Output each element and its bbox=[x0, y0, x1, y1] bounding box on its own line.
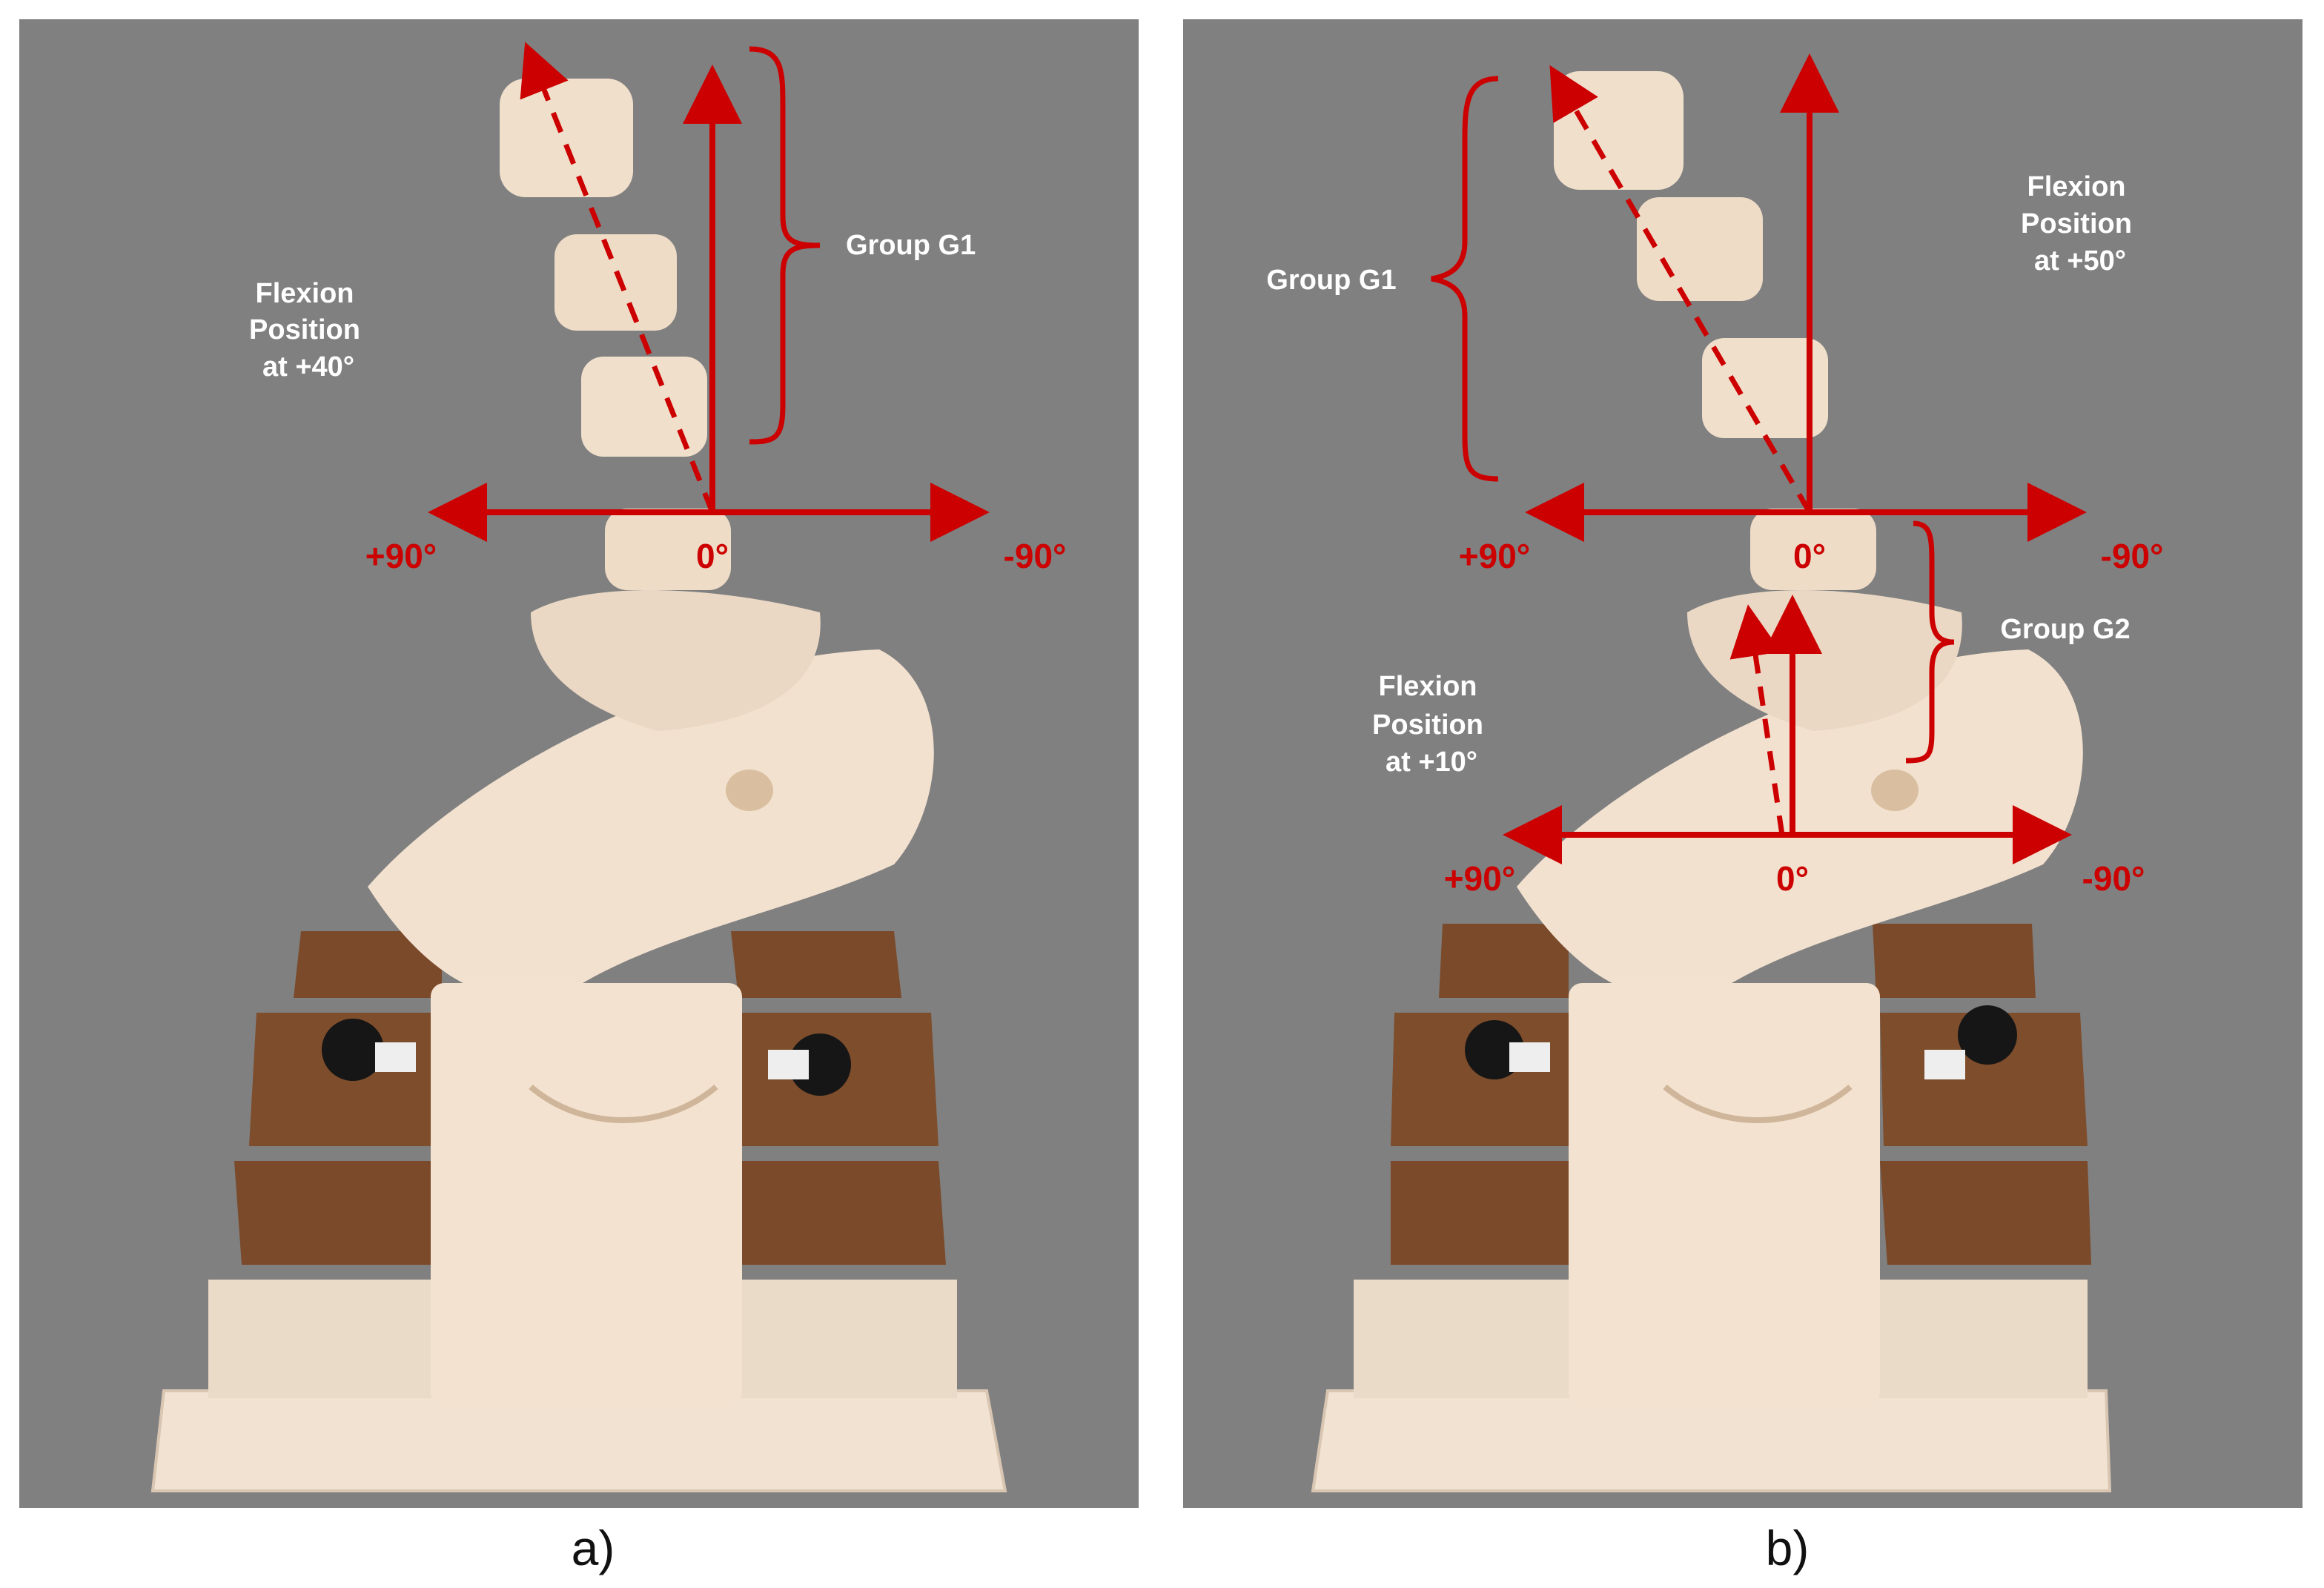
flexion-label-line3: at +40° bbox=[262, 351, 354, 383]
axis-label-right: -90° bbox=[1004, 537, 1067, 575]
flexion-upper-line1: Flexion bbox=[2027, 171, 2125, 202]
photo-b: Group G1 Group G2 Flexion Position at +5… bbox=[1183, 19, 2303, 1508]
group-g1-brace bbox=[749, 46, 821, 445]
annotation-arrows bbox=[428, 42, 990, 542]
flexion-label-line2: Position bbox=[249, 314, 360, 345]
support-column bbox=[431, 983, 742, 1406]
flexion-dashed-arrow bbox=[520, 42, 715, 514]
servo-gears bbox=[1465, 1005, 2017, 1079]
annotation-arrows bbox=[1431, 53, 2087, 864]
panel-a-caption: a) bbox=[571, 1521, 615, 1575]
group-g2-brace bbox=[1905, 520, 1955, 764]
spine-upper-tilted bbox=[500, 79, 707, 457]
pelvis bbox=[368, 649, 934, 999]
flexion-lower-line3: at +10° bbox=[1386, 747, 1477, 778]
group-g2-label: Group G2 bbox=[2000, 614, 2130, 645]
upper-axis-label-right: -90° bbox=[2101, 537, 2164, 575]
upper-flexion-dashed-arrow bbox=[1549, 64, 1812, 514]
spine-lower bbox=[1750, 509, 1876, 590]
upper-axis-label-center: 0° bbox=[1793, 537, 1826, 575]
panel-b: Group G1 Group G2 Flexion Position at +5… bbox=[1183, 19, 2303, 1508]
pelvis bbox=[1517, 649, 2083, 999]
axis-label-center: 0° bbox=[696, 537, 729, 575]
support-column bbox=[1569, 983, 1880, 1406]
photo-a: Group G1 Flexion Position at +40° +90° 0… bbox=[19, 19, 1139, 1508]
axis-label-left: +90° bbox=[365, 537, 437, 575]
sacrum bbox=[531, 590, 821, 731]
group-g1-label: Group G1 bbox=[846, 230, 976, 261]
spine-lower bbox=[605, 509, 731, 590]
flexion-upper-line3: at +50° bbox=[2034, 245, 2126, 277]
lower-axis-label-center: 0° bbox=[1776, 859, 1809, 898]
lower-axis-label-right: -90° bbox=[2082, 859, 2145, 898]
base-block bbox=[150, 1389, 1007, 1492]
group-g1-brace bbox=[1431, 76, 1499, 482]
base-block bbox=[1311, 1389, 2112, 1492]
lower-flexion-dashed-arrow bbox=[1729, 604, 1785, 836]
hip-joint bbox=[726, 770, 773, 811]
flexion-lower-line1: Flexion bbox=[1378, 671, 1477, 702]
lower-axis-label-left: +90° bbox=[1444, 859, 1515, 898]
panel-a: Group G1 Flexion Position at +40° +90° 0… bbox=[19, 19, 1139, 1508]
flexion-label-line1: Flexion bbox=[255, 278, 354, 309]
hip-joint bbox=[1871, 770, 1919, 811]
servo-gears bbox=[322, 1019, 851, 1096]
group-g1-label: Group G1 bbox=[1266, 265, 1396, 296]
panel-b-caption: b) bbox=[1765, 1521, 1810, 1575]
flexion-upper-line2: Position bbox=[2021, 208, 2132, 239]
upper-axis-label-left: +90° bbox=[1459, 537, 1530, 575]
flexion-lower-line2: Position bbox=[1372, 709, 1483, 741]
board-stack-right bbox=[1873, 924, 2091, 1265]
